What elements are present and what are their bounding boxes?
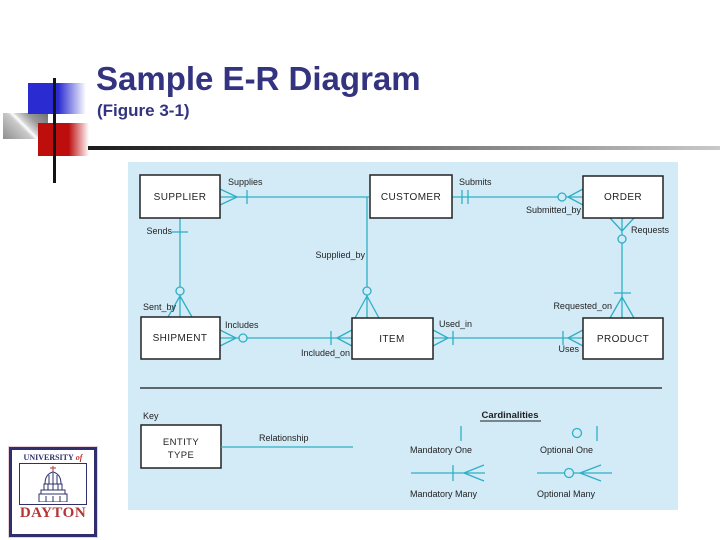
entity-order-label: ORDER: [604, 192, 642, 203]
label-sends: Sends: [146, 226, 172, 236]
entity-shipment-label: SHIPMENT: [153, 333, 208, 344]
title-underline-rule: [88, 146, 720, 150]
cardinality-mandatory-one: Mandatory One: [410, 426, 472, 455]
label-included-on: Included_on: [301, 348, 350, 358]
cardinality-mandatory-many: Mandatory Many: [410, 464, 485, 499]
university-of-dayton-logo: UNIVERSITY of: [9, 447, 97, 537]
label-submitted-by: Submitted_by: [526, 205, 582, 215]
relationship-sends: Sends Sent_by: [143, 218, 193, 318]
logo-dayton-text: DAYTON: [19, 505, 87, 521]
chapel-illustration: [19, 463, 87, 505]
cardinality-optional-one: Optional One: [540, 426, 598, 455]
er-diagram: Supplies Supplied_by Sends Sent_by: [128, 162, 678, 510]
label-submits: Submits: [459, 177, 492, 187]
label-includes: Includes: [225, 320, 259, 330]
entity-shipment: SHIPMENT: [140, 316, 221, 360]
entity-item: ITEM: [351, 317, 434, 360]
key-relationship-label: Relationship: [259, 433, 309, 443]
key-entity-type-line1: ENTITY: [163, 437, 199, 448]
logo-university-text: UNIVERSITY of: [23, 453, 83, 462]
label-requested-on: Requested_on: [553, 301, 612, 311]
page-subtitle: (Figure 3-1): [97, 101, 190, 120]
svg-text:Mandatory One: Mandatory One: [410, 445, 472, 455]
entity-item-label: ITEM: [379, 334, 405, 345]
relationship-requests: Requests Requested_on: [553, 217, 670, 319]
decorative-vertical-line: [53, 78, 56, 183]
cardinality-optional-many: Optional Many: [537, 464, 612, 499]
cardinalities-section: Cardinalities Mandatory One Optional One…: [410, 410, 612, 499]
entity-product-label: PRODUCT: [597, 334, 649, 345]
label-requests: Requests: [631, 225, 670, 235]
label-used-in: Used_in: [439, 319, 472, 329]
key-section: Key ENTITY TYPE Relationship: [140, 411, 353, 469]
entity-order: ORDER: [582, 175, 664, 219]
chapel-icon: [38, 466, 68, 503]
svg-text:Optional Many: Optional Many: [537, 489, 596, 499]
label-sent-by: Sent_by: [143, 302, 177, 312]
cardinalities-title: Cardinalities: [481, 410, 538, 421]
decorative-blue-square: [28, 83, 86, 114]
key-entity-type-line2: TYPE: [168, 450, 194, 461]
decorative-red-square: [38, 123, 89, 156]
label-uses: Uses: [558, 344, 579, 354]
entity-supplier: SUPPLIER: [139, 174, 221, 219]
entity-customer-label: CUSTOMER: [381, 192, 441, 203]
entity-supplier-label: SUPPLIER: [154, 192, 207, 203]
entity-product: PRODUCT: [582, 317, 664, 360]
relationship-used-in: Used_in Uses: [432, 319, 584, 354]
entity-customer: CUSTOMER: [369, 174, 453, 219]
key-entity-type-box: [140, 424, 222, 469]
label-supplied-by: Supplied_by: [315, 250, 365, 260]
relationship-supplies: Supplies: [219, 177, 369, 206]
svg-text:Mandatory Many: Mandatory Many: [410, 489, 478, 499]
key-label: Key: [143, 411, 159, 421]
page-title: Sample E-R Diagram: [96, 60, 421, 97]
label-supplies: Supplies: [228, 177, 263, 187]
svg-text:Optional One: Optional One: [540, 445, 593, 455]
relationship-supplied-by: Supplied_by: [315, 197, 380, 319]
relationship-includes: Includes Included_on: [219, 320, 353, 358]
relationship-submits: Submits Submitted_by: [452, 177, 584, 215]
